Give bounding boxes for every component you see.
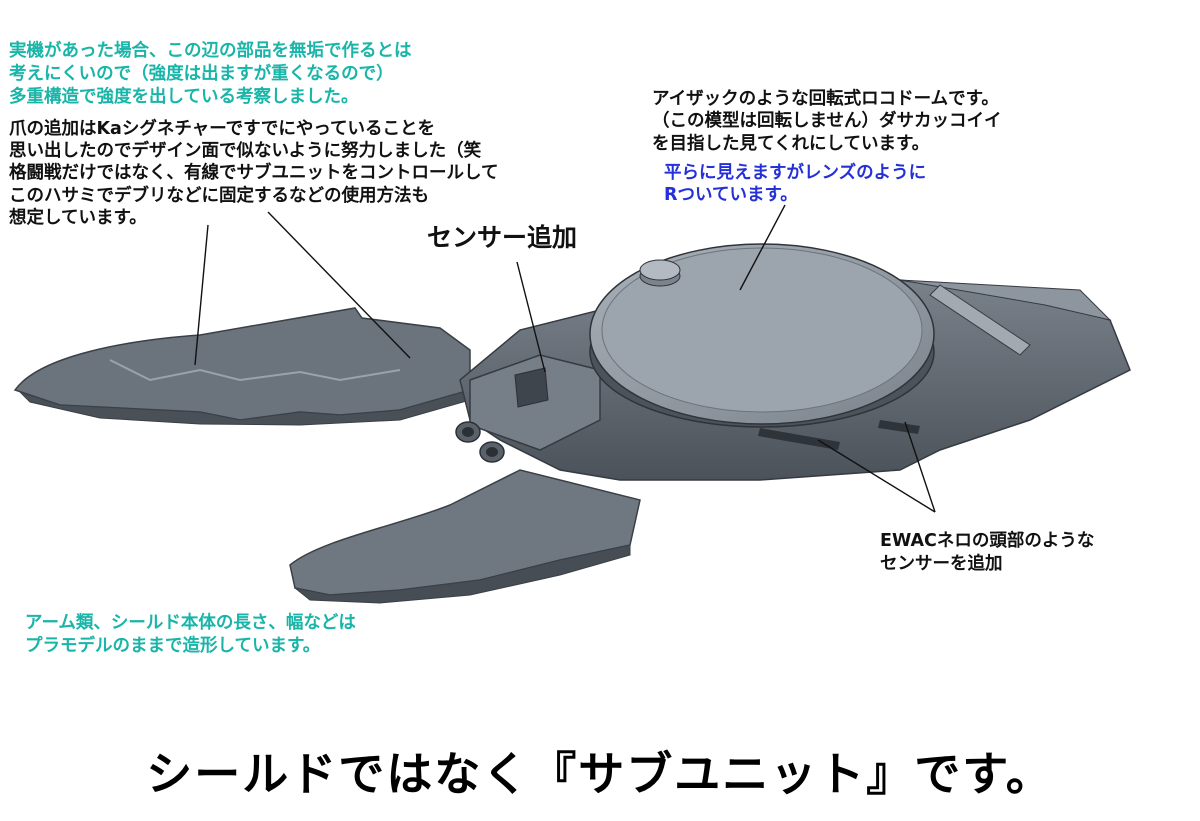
top-left-teal-note: 実機があった場合、この辺の部品を無垢で作るとは 考えにくいので（強度は出ますが重…	[9, 40, 412, 108]
sensor-add-label: センサー追加	[427, 223, 578, 252]
note-line: 平らに見えますがレンズのように	[664, 163, 927, 183]
note-line: 考えにくいので（強度は出ますが重くなるので）	[9, 63, 394, 84]
lens-note: 平らに見えますがレンズのように Rついています。	[664, 163, 926, 207]
note-line: 爪の追加はKaシグネチャーですでにやっていることを	[9, 119, 435, 139]
note-line: （この模型は回転しません）ダサカッコイイ	[652, 111, 1002, 132]
note-line: 思い出したのでデザイン面で似ないように努力しました（笑	[9, 141, 482, 162]
rotodome	[589, 243, 935, 428]
rotodome-note: アイザックのような回転式ロコドームです。 （この模型は回転しません）ダサカッコイ…	[652, 88, 1001, 155]
upper-claw-arm	[13, 307, 471, 426]
note-line: 想定しています。	[9, 207, 147, 228]
note-line: Rついています。	[664, 184, 798, 205]
note-line: 実機があった場合、この辺の部品を無垢で作るとは	[9, 41, 412, 61]
arms-note: アーム類、シールド本体の長さ、幅などは プラモデルのままで造形しています。	[25, 612, 356, 658]
note-line: 多重構造で強度を出している考察しました。	[9, 86, 359, 107]
page-title: シールドではなく『サブユニット』です。	[146, 747, 1054, 801]
note-line: プラモデルのままで造形しています。	[25, 635, 321, 656]
ewac-note: EWACネロの頭部のような センサーを追加	[880, 530, 1094, 576]
claw-note: 爪の追加はKaシグネチャーですでにやっていることを 思い出したのでデザイン面で似…	[9, 118, 498, 229]
lower-claw-arm	[289, 469, 641, 604]
note-line: アーム類、シールド本体の長さ、幅などは	[25, 613, 356, 633]
note-line: EWACネロの頭部のような	[880, 531, 1095, 551]
note-line: このハサミでデブリなどに固定するなどの使用方法も	[9, 185, 429, 206]
note-line: センサーを追加	[880, 553, 1003, 574]
note-line: アイザックのような回転式ロコドームです。	[652, 89, 999, 109]
note-line: 格闘戦だけではなく、有線でサブユニットをコントロールして	[9, 163, 499, 184]
note-line: を目指した見てくれにしています。	[652, 133, 930, 154]
leader-lines	[194, 204, 936, 513]
